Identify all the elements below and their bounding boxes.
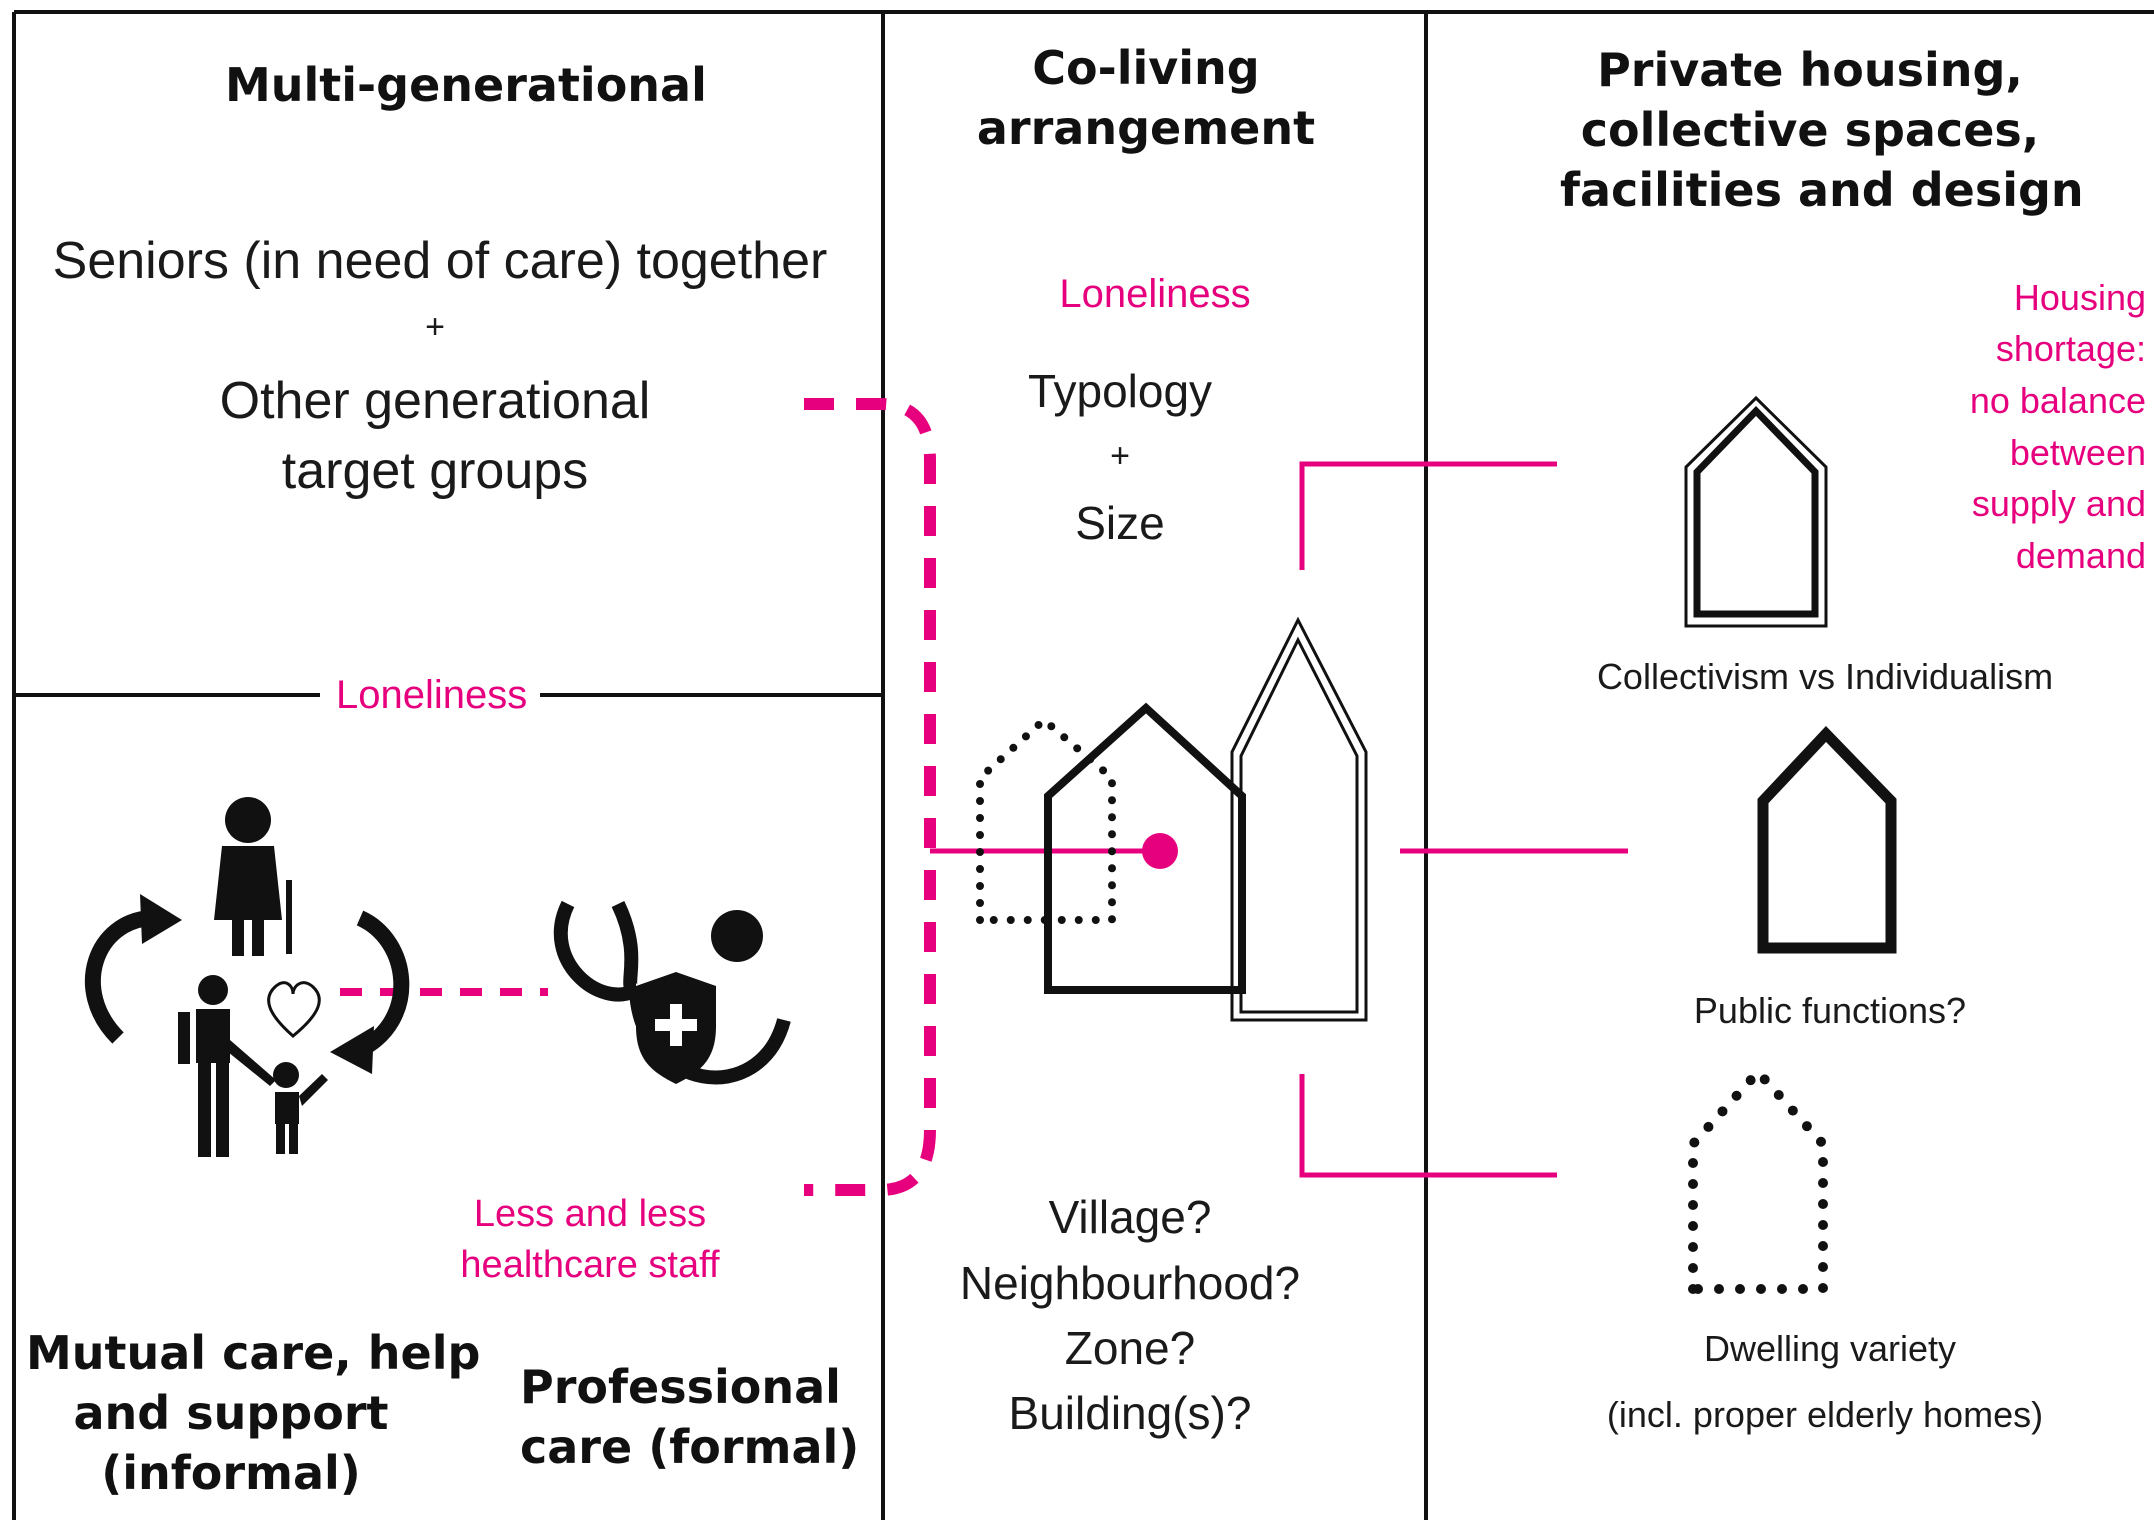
other-generational-text: Other generational — [219, 372, 651, 430]
col3-heading-line2: collective spaces, — [1580, 103, 2040, 157]
typology-text: Typology — [1027, 365, 1213, 417]
heart-icon — [267, 981, 321, 1038]
shortage-line6: demand — [2015, 535, 2146, 576]
question-village: Village? — [1048, 1191, 1212, 1243]
col2-heading-line2: arrangement — [976, 101, 1316, 155]
elderly-woman-icon — [214, 797, 292, 956]
typology-plus: + — [1110, 437, 1130, 475]
connector-dot — [1142, 833, 1178, 869]
dashed-bracket — [804, 398, 936, 1196]
shortage-line1: Housing — [2013, 277, 2146, 318]
double-house-icon — [1684, 395, 1828, 628]
house-outline-icon — [1044, 702, 1246, 994]
size-text: Size — [1075, 497, 1165, 549]
public-functions-text: Public functions? — [1693, 990, 1967, 1031]
shortage-line3: no balance — [1969, 380, 2146, 421]
shortage-line2: shortage: — [1995, 328, 2146, 369]
pink-connectors — [930, 461, 1628, 1178]
informal-care-line2: and support — [73, 1386, 389, 1440]
informal-care-line3: (informal) — [101, 1446, 361, 1500]
medical-shield-icon — [636, 972, 716, 1084]
arrow-head-left — [140, 894, 182, 944]
formal-care-line1: Professional — [520, 1360, 841, 1414]
dotted-house-icon — [976, 714, 1116, 924]
staff-text-line1: Less and less — [473, 1193, 707, 1235]
shortage-line5: supply and — [1971, 483, 2146, 524]
bold-house-icon — [1757, 726, 1897, 954]
family-icon — [178, 975, 328, 1157]
tower-outline-icon — [1230, 616, 1368, 1022]
dwelling-variety-text: Dwelling variety — [1703, 1328, 1957, 1369]
shortage-line4: between — [2009, 432, 2146, 473]
col1-heading: Multi-generational — [225, 58, 707, 112]
informal-care-line1: Mutual care, help — [26, 1326, 481, 1380]
staff-text-line2: healthcare staff — [460, 1244, 720, 1286]
seniors-text: Seniors (in need of care) together — [52, 232, 828, 290]
dotted-house-small-icon — [1688, 1064, 1828, 1294]
col3-heading-line1: Private housing, — [1597, 43, 2023, 97]
stethoscope-chestpiece — [711, 910, 763, 962]
elderly-homes-text: (incl. proper elderly homes) — [1606, 1394, 2044, 1435]
cycle-arrows-icon — [85, 910, 410, 1058]
formal-care-line2: care (formal) — [520, 1420, 860, 1474]
question-zone: Zone? — [1064, 1322, 1196, 1374]
arrow-head-right — [330, 1026, 374, 1074]
col3-heading-line3: facilities and design — [1560, 163, 2084, 217]
loneliness-label-left: Loneliness — [320, 668, 540, 722]
col2-heading-line1: Co-living — [1032, 41, 1260, 95]
question-neighbourhood: Neighbourhood? — [959, 1257, 1301, 1309]
question-buildings: Building(s)? — [1008, 1387, 1252, 1439]
loneliness-label-center: Loneliness — [1059, 272, 1251, 316]
collectivism-text: Collectivism vs Individualism — [1596, 656, 2054, 697]
target-groups-text: target groups — [281, 442, 589, 500]
frame — [12, 10, 2154, 1520]
plus-sign: + — [425, 308, 445, 346]
